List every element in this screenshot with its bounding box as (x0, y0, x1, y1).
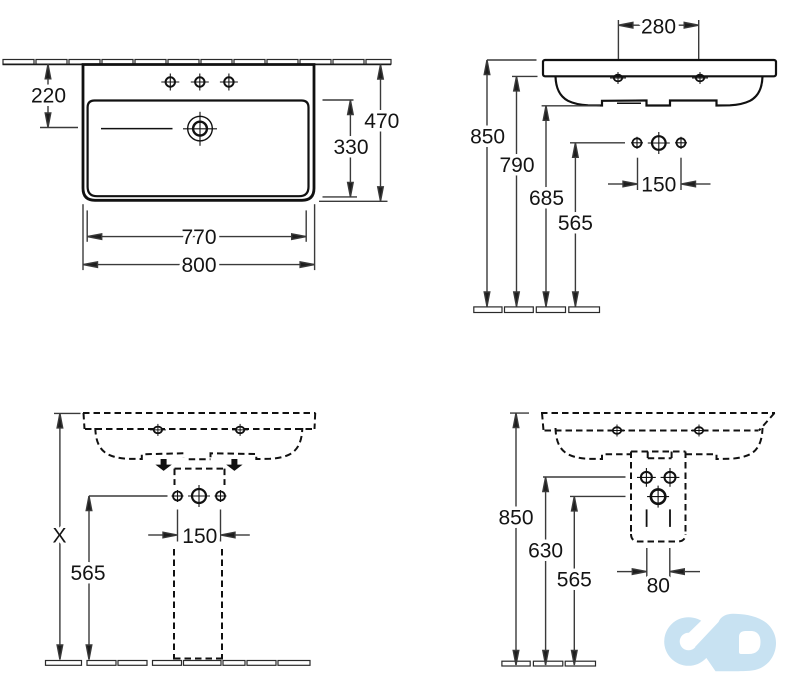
svg-text:330: 330 (333, 136, 368, 159)
svg-text:280: 280 (641, 16, 676, 39)
svg-text:630: 630 (528, 540, 563, 563)
svg-text:565: 565 (557, 569, 592, 592)
svg-text:220: 220 (31, 85, 66, 108)
svg-text:150: 150 (641, 174, 676, 197)
svg-text:790: 790 (499, 154, 534, 177)
svg-text:850: 850 (498, 506, 533, 529)
svg-text:80: 80 (647, 575, 670, 598)
svg-text:685: 685 (529, 187, 564, 210)
svg-text:565: 565 (558, 212, 593, 235)
svg-text:850: 850 (470, 125, 505, 148)
svg-text:770: 770 (181, 226, 216, 249)
svg-text:X: X (52, 525, 66, 548)
svg-text:150: 150 (182, 525, 217, 548)
svg-text:800: 800 (181, 254, 216, 277)
svg-text:565: 565 (70, 562, 105, 585)
svg-text:470: 470 (364, 110, 399, 133)
